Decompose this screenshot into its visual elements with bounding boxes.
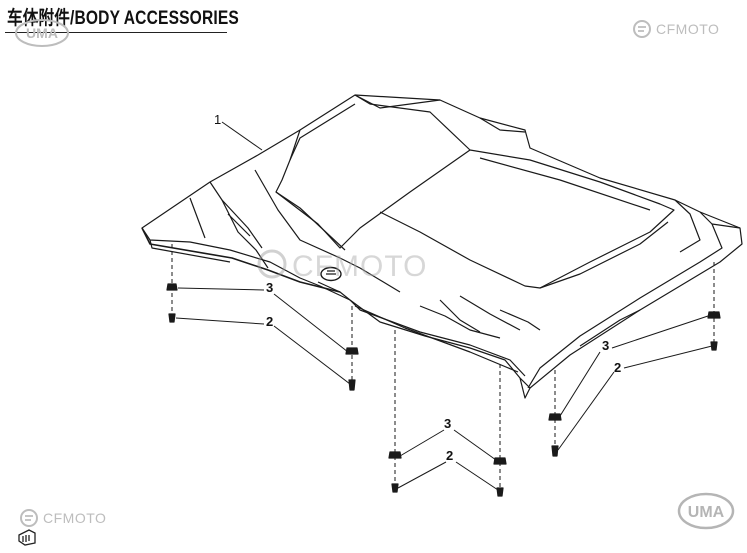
callout-2-bottom: 2 — [446, 448, 453, 463]
uma-logo-bottom-text: UMA — [688, 504, 725, 521]
callout-3-left: 3 — [266, 280, 273, 295]
page-title: 车体附件/BODY ACCESSORIES — [7, 8, 239, 29]
callout-3-bottom: 3 — [444, 416, 451, 431]
callout-3-right: 3 — [602, 338, 609, 353]
watermark: CFMOTO — [257, 249, 427, 283]
cfmoto-logo-top: CFMOTO — [633, 20, 719, 38]
uma-logo-top-text: UMA — [26, 25, 58, 41]
leader-lines — [175, 121, 713, 491]
hood-panel — [141, 94, 743, 399]
corner-badge-icon — [18, 529, 36, 546]
uma-logo-bottom: UMA — [677, 492, 735, 530]
cfmoto-logo-bottom: CFMOTO — [20, 509, 106, 527]
callout-2-right: 2 — [614, 360, 621, 375]
uma-logo-top: UMA — [15, 19, 69, 47]
callout-1: 1 — [214, 112, 221, 127]
fasteners — [166, 283, 721, 497]
title-underline — [5, 32, 227, 33]
cfmoto-logo-bottom-text: CFMOTO — [43, 510, 106, 526]
cfmoto-logo-top-text: CFMOTO — [656, 21, 719, 37]
mount-lines — [171, 244, 715, 492]
watermark-text: CFMOTO — [292, 250, 427, 283]
callout-2-left: 2 — [266, 314, 273, 329]
